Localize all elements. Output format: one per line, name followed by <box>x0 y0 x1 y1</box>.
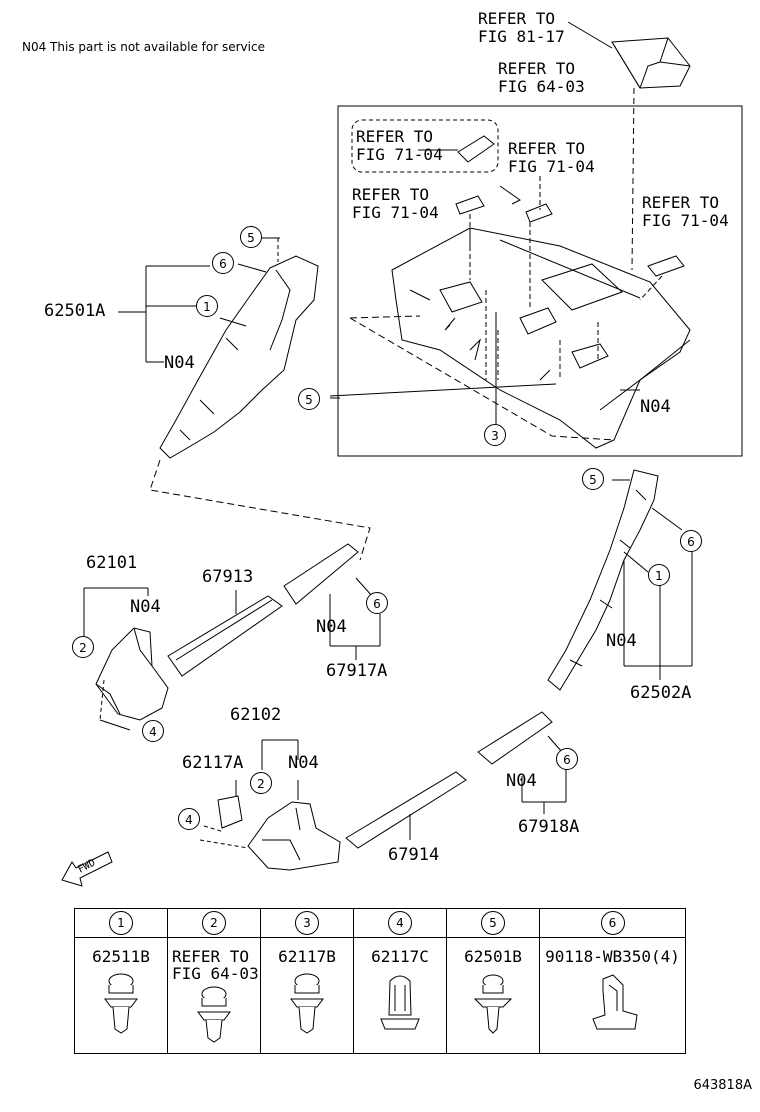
ref-fig-71-04-d[interactable]: REFER TO FIG 71-04 <box>642 193 729 230</box>
n04-label: N04 <box>606 631 637 651</box>
retainer-clip-icon <box>591 974 638 1030</box>
package-tray-frame <box>337 105 743 457</box>
callout-3[interactable]: 3 <box>484 424 506 446</box>
ref-fig-71-04-a[interactable]: REFER TO FIG 71-04 <box>356 127 443 164</box>
ref-fig-71-04-b[interactable]: REFER TO FIG 71-04 <box>508 139 595 176</box>
n04-label: N04 <box>506 771 537 791</box>
callout-6[interactable]: 6 <box>680 530 702 552</box>
high-stop-lamp-cover <box>567 21 691 271</box>
n04-label: N04 <box>164 353 195 373</box>
legend-part: 90118-WB350(4) <box>545 947 680 966</box>
legend-num: 4 <box>388 911 412 935</box>
quarter-trim-left <box>118 237 371 561</box>
fwd-arrow-icon <box>61 851 113 887</box>
legend-cell-1[interactable]: 62511B <box>74 937 168 1054</box>
legend-cell-4[interactable]: 62117C <box>353 937 447 1054</box>
callout-4[interactable]: 4 <box>178 808 200 830</box>
callout-6[interactable]: 6 <box>212 252 234 274</box>
tray-dashed-plane <box>329 312 640 441</box>
legend-part: 62117C <box>371 947 429 966</box>
legend-cell-2[interactable]: REFER TO FIG 64-03 <box>167 937 261 1054</box>
part-67913[interactable]: 67913 <box>202 567 254 587</box>
n04-label: N04 <box>316 617 347 637</box>
callout-6[interactable]: 6 <box>366 592 388 614</box>
callout-6[interactable]: 6 <box>556 748 578 770</box>
legend-num: 5 <box>481 911 505 935</box>
n04-label: N04 <box>640 397 671 417</box>
clip-icon <box>290 973 324 1034</box>
part-62501A[interactable]: 62501A <box>44 301 106 321</box>
fastener-legend-table: 1 2 3 4 5 6 62511B REFER TO FIG 64-03 62… <box>74 908 686 1054</box>
clip-icon <box>104 973 138 1034</box>
front-pillar-lower-trim-right <box>199 739 341 871</box>
part-62117A[interactable]: 62117A <box>182 753 244 773</box>
part-62101[interactable]: 62101 <box>86 553 138 573</box>
part-62502A[interactable]: 62502A <box>630 683 692 703</box>
legend-cell-5[interactable]: 62501B <box>446 937 540 1054</box>
legend-part: 62117B <box>278 947 336 966</box>
legend-cell-3[interactable]: 62117B <box>260 937 354 1054</box>
n04-label: N04 <box>130 597 161 617</box>
callout-2[interactable]: 2 <box>72 636 94 658</box>
callout-5[interactable]: 5 <box>298 388 320 410</box>
ref-box-dashed <box>351 119 499 173</box>
legend-num: 1 <box>109 911 133 935</box>
scuff-plate-67914 <box>345 771 467 849</box>
legend-num: 6 <box>600 911 625 935</box>
legend-part: 62501B <box>464 947 522 966</box>
callout-5[interactable]: 5 <box>582 468 604 490</box>
scuff-plate-67918A <box>477 711 567 814</box>
legend-part: REFER TO FIG 64-03 <box>172 947 259 983</box>
service-note: N04 This part is not available for servi… <box>22 40 265 54</box>
callout-5[interactable]: 5 <box>240 226 262 248</box>
callout-1[interactable]: 1 <box>648 564 670 586</box>
clip-icon <box>473 974 513 1034</box>
quarter-trim-right <box>547 469 693 691</box>
front-pillar-lower-trim <box>83 587 169 731</box>
ref-fig-71-04-c[interactable]: REFER TO FIG 71-04 <box>352 185 439 222</box>
part-62102[interactable]: 62102 <box>230 705 282 725</box>
legend-cell-6[interactable]: 90118-WB350(4) <box>539 937 686 1054</box>
legend-num: 2 <box>202 911 226 935</box>
legend-num: 3 <box>295 911 319 935</box>
clip-icon <box>197 986 231 1043</box>
nut-clip-icon <box>380 975 420 1030</box>
callout-4[interactable]: 4 <box>142 720 164 742</box>
scuff-plate-67917A <box>283 543 381 660</box>
ref-fig-81-17[interactable]: REFER TO FIG 81-17 <box>478 9 565 46</box>
n04-label: N04 <box>288 753 319 773</box>
tray-clip-parts <box>418 135 685 380</box>
part-67917A[interactable]: 67917A <box>326 661 388 681</box>
legend-part: 62511B <box>92 947 150 966</box>
figure-id: 643818A <box>693 1078 752 1093</box>
callout-1[interactable]: 1 <box>196 295 218 317</box>
scuff-plate-67913 <box>167 590 283 677</box>
callout-2[interactable]: 2 <box>250 772 272 794</box>
part-67914[interactable]: 67914 <box>388 845 440 865</box>
part-67918A[interactable]: 67918A <box>518 817 580 837</box>
ref-fig-64-03[interactable]: REFER TO FIG 64-03 <box>498 59 585 96</box>
